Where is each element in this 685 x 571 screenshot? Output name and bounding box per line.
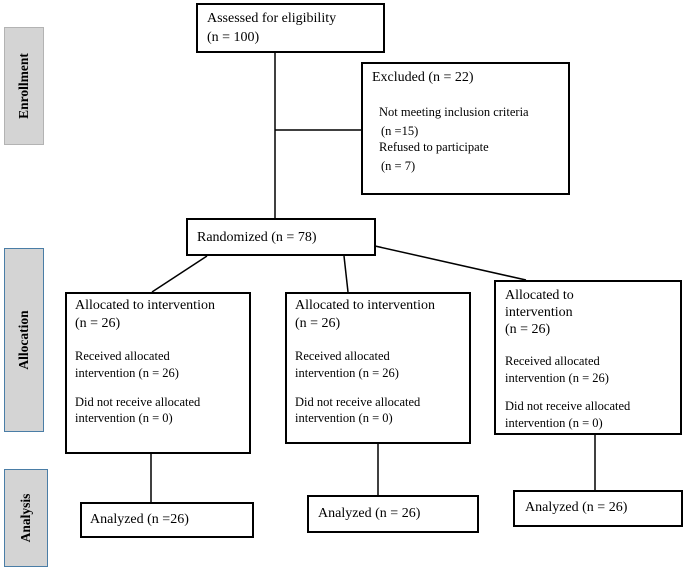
allocation-box-2: Allocated to intervention (n = 26) Recei… [285,292,471,444]
assessed-count: (n = 100) [207,30,260,45]
allocation-stage: Allocation [4,248,44,432]
allocated-line-1: Allocated to intervention [75,298,215,313]
received-line-1: Received allocated [295,349,390,363]
allocated-line-1: Allocated to [505,288,574,303]
excluded-box: Excluded (n = 22) Not meeting inclusion … [361,62,570,195]
analyzed-label: Analyzed (n =26) [90,512,189,527]
not-received-line-2: intervention (n = 0) [75,411,173,425]
allocation-box-3: Allocated to intervention (n = 26) Recei… [494,280,682,435]
analyzed-box-1: Analyzed (n =26) [80,502,254,538]
analyzed-label: Analyzed (n = 26) [525,500,628,515]
excluded-title: Excluded (n = 22) [372,70,474,85]
excluded-reason-2-count: (n = 7) [381,159,416,173]
randomized-to-group2-line [343,255,349,293]
received-line-1: Received allocated [505,354,600,368]
randomized-title: Randomized (n = 78) [197,230,317,245]
analyzed-label: Analyzed (n = 26) [318,506,421,521]
randomized-to-group3-line [374,245,527,281]
excluded-reason-2: Refused to participate [379,140,489,154]
received-line-2: intervention (n = 26) [505,371,609,385]
analyzed-box-3: Analyzed (n = 26) [513,490,683,527]
excluded-reason-1: Not meeting inclusion criteria [379,105,529,119]
not-received-line-2: intervention (n = 0) [295,411,393,425]
analyzed-box-2: Analyzed (n = 26) [307,495,479,533]
allocated-line-1: Allocated to intervention [295,298,435,313]
received-line-2: intervention (n = 26) [295,366,399,380]
allocated-count: (n = 26) [505,322,551,337]
not-received-line-1: Did not receive allocated [295,395,421,409]
assessed-title: Assessed for eligibility [207,11,337,26]
randomized-to-group1-line [151,255,208,293]
allocated-line-1b: intervention [505,305,573,320]
received-line-2: intervention (n = 26) [75,366,179,380]
randomized-box: Randomized (n = 78) [186,218,376,256]
allocated-count: (n = 26) [75,316,121,331]
received-line-1: Received allocated [75,349,170,363]
excluded-reason-1-count: (n =15) [381,124,419,138]
not-received-line-1: Did not receive allocated [75,395,201,409]
not-received-line-1: Did not receive allocated [505,399,631,413]
analysis-stage: Analysis [4,469,48,567]
not-received-line-2: intervention (n = 0) [505,416,603,430]
enrollment-stage: Enrollment [4,27,44,145]
allocation-box-1: Allocated to intervention (n = 26) Recei… [65,292,251,454]
assessed-box: Assessed for eligibility (n = 100) [196,3,385,53]
allocated-count: (n = 26) [295,316,341,331]
